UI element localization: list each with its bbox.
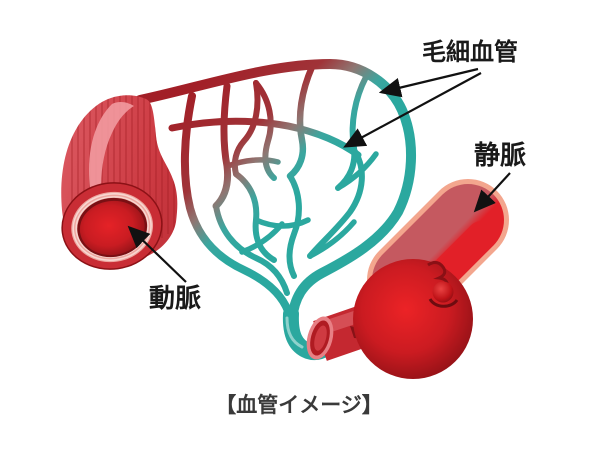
artery-wall-wave: [72, 193, 152, 261]
artery-label: 動脈: [149, 283, 201, 313]
vein-bulb: [350, 259, 473, 379]
capillary-label: 毛細血管: [422, 38, 518, 66]
capillary-outer-left: [180, 92, 292, 315]
artery-illustration: [61, 95, 178, 270]
vein-bulb-knob: [432, 281, 454, 303]
capillary-branch: [239, 221, 285, 255]
capillary-branch: [286, 173, 302, 279]
capillary-branch: [225, 157, 281, 169]
capillary-funnel-highlight: [285, 316, 304, 349]
capillary-branch: [253, 80, 277, 181]
artery-arrow: [127, 225, 187, 283]
labels: 毛細血管 静脈 動脈 【血管イメージ】: [149, 38, 526, 417]
caption: 【血管イメージ】: [215, 393, 383, 417]
capillary-branch: [213, 203, 290, 296]
capillary-branch: [307, 219, 357, 259]
capillary-branch: [286, 63, 316, 180]
capillary-branch: [307, 147, 365, 259]
vein-bulb-sphere: [353, 259, 473, 379]
capillary-arrow-lower: [343, 72, 482, 148]
capillary-arrow-upper: [378, 67, 479, 98]
capillary-branch: [212, 82, 232, 210]
capillary-branch: [168, 117, 362, 159]
connector-cuff: [306, 316, 334, 360]
vein-arrow: [473, 172, 511, 213]
vein-bulb-crease: [428, 298, 459, 308]
vein-label: 静脈: [474, 140, 526, 170]
capillary-branch: [335, 151, 379, 191]
annotation-arrows: [127, 67, 511, 283]
vein-illustration: [306, 179, 509, 379]
capillary-outer-right: [135, 58, 417, 325]
